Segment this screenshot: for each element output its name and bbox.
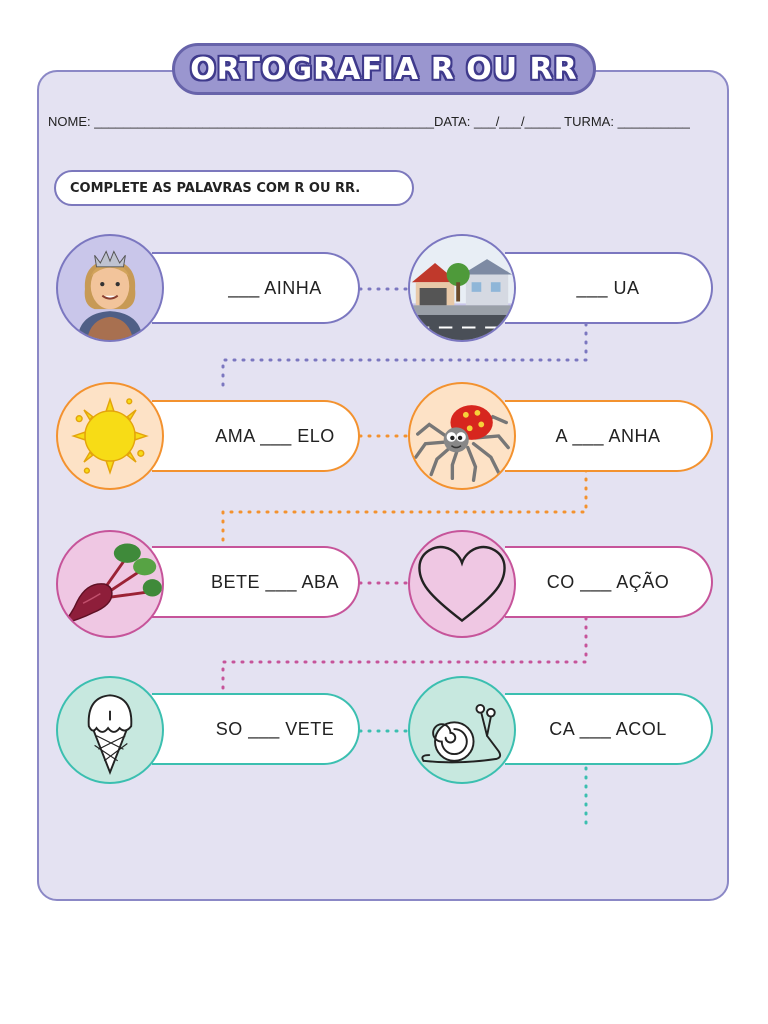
word-text: ___ UA [576,277,640,298]
instruction-box: COMPLETE AS PALAVRAS COM R OU RR. [54,170,414,206]
word-text: SO ___ VETE [215,718,335,739]
word-pill-rua[interactable]: ___ UA [505,252,713,324]
page-title: ORTOGRAFIA R OU RR [190,51,578,87]
word-pill-aranha[interactable]: A ___ ANHA [505,400,713,472]
ice-cream-icon [56,676,164,784]
word-text: A ___ ANHA [555,425,661,446]
spider-icon [408,382,516,490]
word-pill-caracol[interactable]: CA ___ ACOL [505,693,713,765]
word-text: AMA ___ ELO [215,425,335,446]
word-text: BETE ___ ABA [210,571,340,592]
word-text: CA ___ ACOL [549,718,667,739]
word-pill-sorvete[interactable]: SO ___ VETE [152,693,360,765]
word-pill-coracao[interactable]: CO ___ AÇÃO [505,546,713,618]
word-pill-beterraba[interactable]: BETE ___ ABA [152,546,360,618]
snail-icon [408,676,516,784]
beet-icon [56,530,164,638]
sun-icon [56,382,164,490]
word-pill-rainha[interactable]: ___ AINHA [152,252,360,324]
queen-icon [56,234,164,342]
instruction-text: COMPLETE AS PALAVRAS COM R OU RR. [70,180,361,196]
heart-icon [408,530,516,638]
title-banner: ORTOGRAFIA R OU RR [172,43,596,95]
word-text: ___ AINHA [228,277,322,298]
street-icon [408,234,516,342]
word-text: CO ___ AÇÃO [546,571,670,592]
word-pill-amarelo[interactable]: AMA ___ ELO [152,400,360,472]
student-info-line[interactable]: NOME: __________________________________… [48,114,690,129]
